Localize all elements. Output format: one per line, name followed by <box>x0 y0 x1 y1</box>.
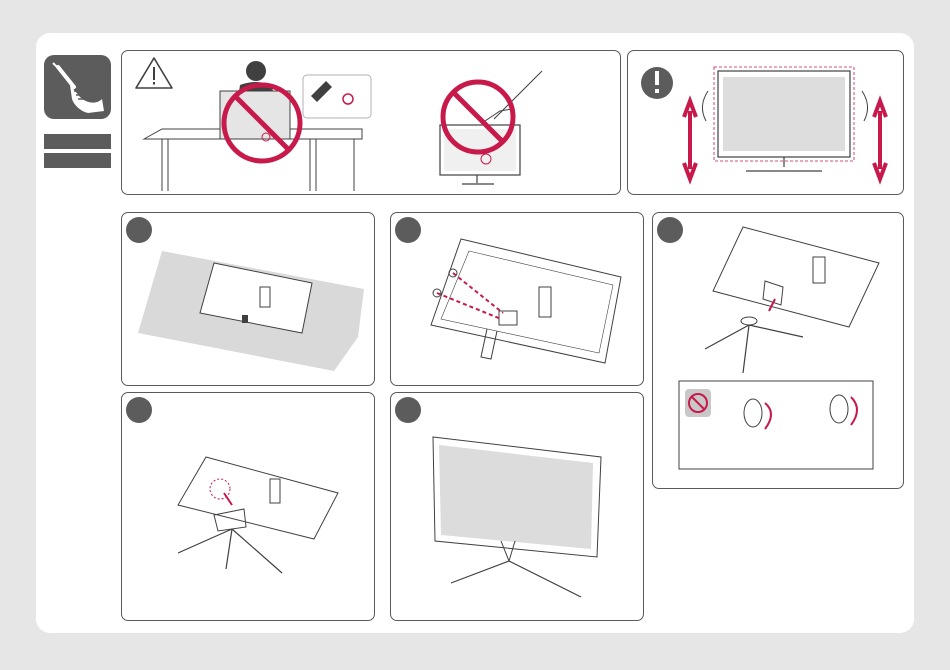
exclamation-circle-icon <box>641 67 673 99</box>
tool-bar-1 <box>44 134 111 149</box>
step-number-badge <box>395 217 421 243</box>
step-2-panel <box>390 212 644 386</box>
step-number-badge <box>126 217 152 243</box>
step-number-badge <box>126 397 152 423</box>
caution-panel <box>121 50 621 195</box>
step-3-panel <box>652 212 904 489</box>
tool-bar-2 <box>44 153 111 168</box>
step-number-badge <box>657 217 683 243</box>
warning-triangle-icon <box>136 58 172 88</box>
step-4-panel <box>121 392 375 621</box>
screwdriver-hand-icon <box>44 55 111 119</box>
step-5-panel <box>390 392 644 621</box>
notice-panel <box>627 50 904 195</box>
step-1-panel <box>121 212 375 386</box>
step-number-badge <box>395 397 421 423</box>
